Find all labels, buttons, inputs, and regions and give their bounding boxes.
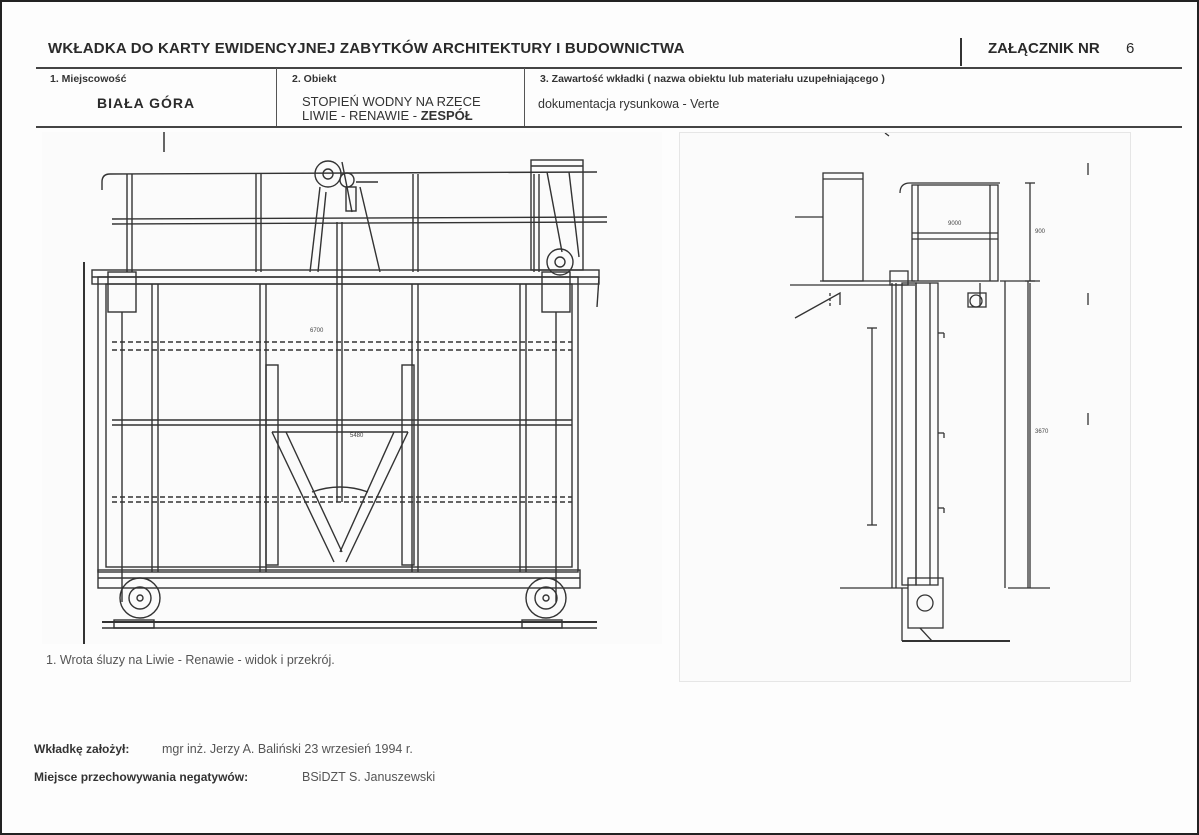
field-divider-2 (524, 68, 525, 126)
annex-label: ZAŁĄCZNIK NR (988, 40, 1100, 57)
drawing-caption: 1. Wrota śluzy na Liwie - Renawie - wido… (46, 653, 335, 667)
dimension-label-3: 9000 (948, 221, 962, 227)
object-label: 2. Obiekt (292, 73, 337, 85)
field-divider-1 (276, 68, 277, 126)
gate-section-drawing: 9000 900 3670 (679, 132, 1131, 682)
object-line-2: LIWIE - RENAWIE - (302, 108, 418, 123)
object-value: STOPIEŃ WODNY NA RZECE LIWIE - RENAWIE -… (302, 95, 481, 123)
content-label: 3. Zawartość wkładki ( nazwa obiektu lub… (540, 73, 885, 85)
gate-elevation-svg: 6700 5480 (83, 132, 608, 644)
storage-label: Miejsce przechowywania negatywów: (34, 770, 249, 784)
created-by-label: Wkładkę założył: (34, 742, 130, 756)
dimension-label-1: 6700 (310, 328, 324, 334)
object-line-2-bold: ZESPÓŁ (420, 108, 473, 123)
dimension-label-4: 900 (1035, 229, 1046, 235)
location-value: BIAŁA GÓRA (97, 95, 196, 111)
dimension-label-5: 3670 (1035, 429, 1049, 435)
created-by-value: mgr inż. Jerzy A. Baliński 23 wrzesień 1… (162, 742, 413, 756)
object-line-1: STOPIEŃ WODNY NA RZECE (302, 94, 481, 109)
dimension-label-2: 5480 (350, 433, 364, 439)
content-value: dokumentacja rysunkowa - Verte (538, 97, 720, 111)
fields-rule (36, 126, 1182, 128)
document-title: WKŁADKA DO KARTY EWIDENCYJNEJ ZABYTKÓW A… (48, 40, 685, 57)
annex-number: 6 (1126, 40, 1135, 57)
location-label: 1. Miejscowość (50, 73, 127, 85)
gate-elevation-drawing: 6700 5480 (42, 132, 662, 644)
storage-value: BSiDZT S. Januszewski (302, 770, 436, 784)
gate-section-svg: 9000 900 3670 (790, 133, 1089, 642)
header-separator (960, 38, 962, 66)
header-rule (36, 67, 1182, 69)
